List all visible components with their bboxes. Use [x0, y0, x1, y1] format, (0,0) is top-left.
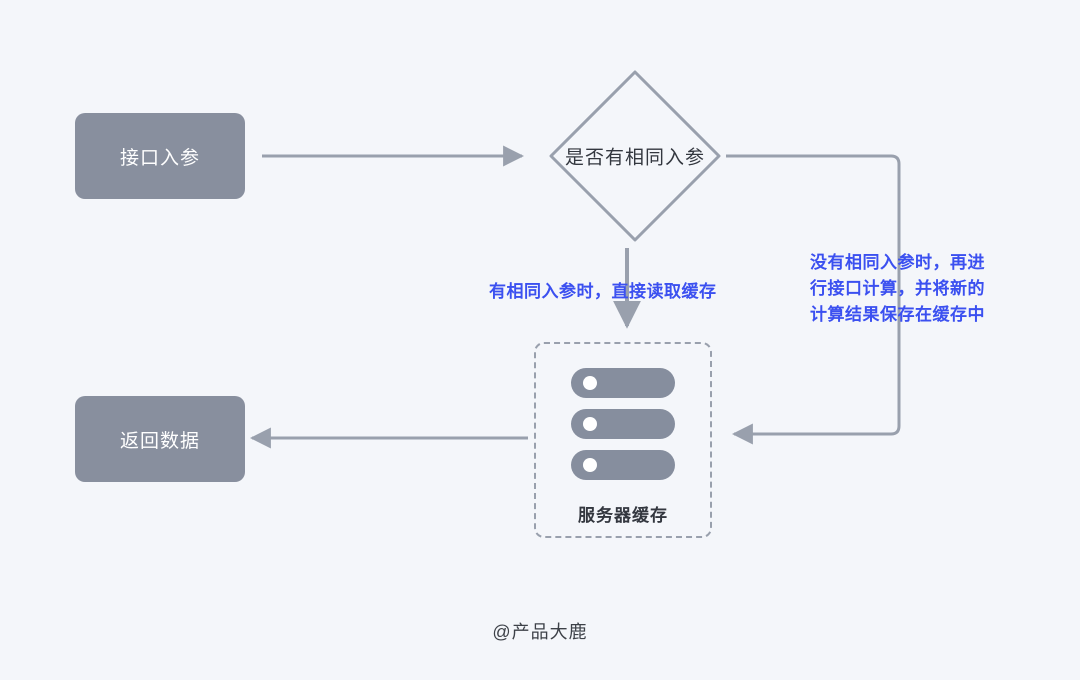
diamond-shape [549, 70, 721, 242]
node-output[interactable]: 返回数据 [75, 396, 245, 482]
node-input[interactable]: 接口入参 [75, 113, 245, 199]
node-decision-label: 是否有相同入参 [564, 147, 706, 169]
node-input-label: 接口入参 [119, 147, 200, 169]
annotation-cache-miss-line-3: 计算结果保存在缓存中 [810, 305, 985, 324]
annotation-cache-miss: 没有相同入参时，再进 行接口计算，并将新的 计算结果保存在缓存中 [810, 250, 1020, 328]
annotation-cache-hit: 有相同入参时，直接读取缓存 [489, 282, 717, 301]
annotation-cache-miss-line-1: 没有相同入参时，再进 [810, 253, 985, 272]
server-bar [571, 450, 675, 480]
node-cache[interactable]: 服务器缓存 [534, 342, 712, 538]
node-output-label: 返回数据 [119, 430, 200, 452]
server-bar [571, 368, 675, 398]
annotation-cache-miss-line-2: 行接口计算，并将新的 [810, 279, 985, 298]
node-cache-label: 服务器缓存 [578, 506, 668, 525]
node-decision[interactable]: 是否有相同入参 [547, 68, 723, 244]
watermark-text: @产品大鹿 [492, 622, 588, 642]
server-bar [571, 409, 675, 439]
server-stack-icon [571, 368, 675, 480]
